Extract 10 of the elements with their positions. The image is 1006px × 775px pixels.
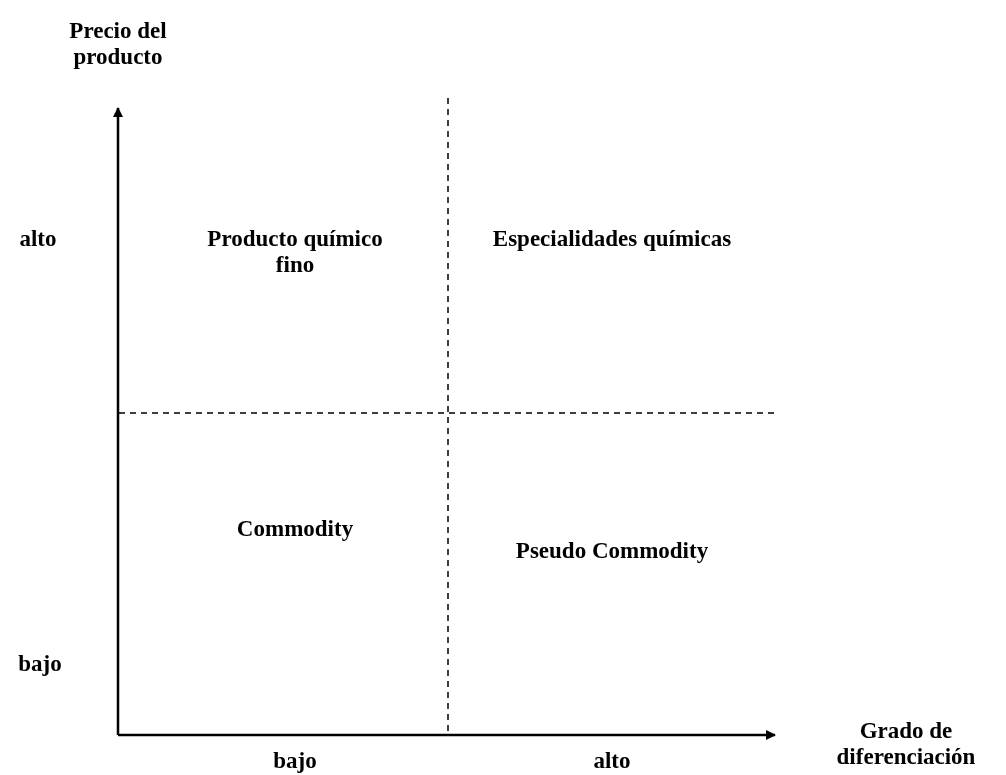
quadrant-label: Especialidades químicas <box>492 226 732 252</box>
axis-title: Grado de diferenciación <box>835 718 977 770</box>
quadrant-label: Producto químico fino <box>206 226 384 278</box>
quadrant-label: Pseudo Commodity <box>514 538 710 564</box>
axis-tick-label: bajo <box>272 748 318 774</box>
axis-tick-label: alto <box>18 226 58 252</box>
axis-tick-label: bajo <box>17 651 63 677</box>
axis-title: Precio del producto <box>68 18 168 70</box>
axis-tick-label: alto <box>592 748 632 774</box>
quadrant-label: Commodity <box>235 516 355 542</box>
